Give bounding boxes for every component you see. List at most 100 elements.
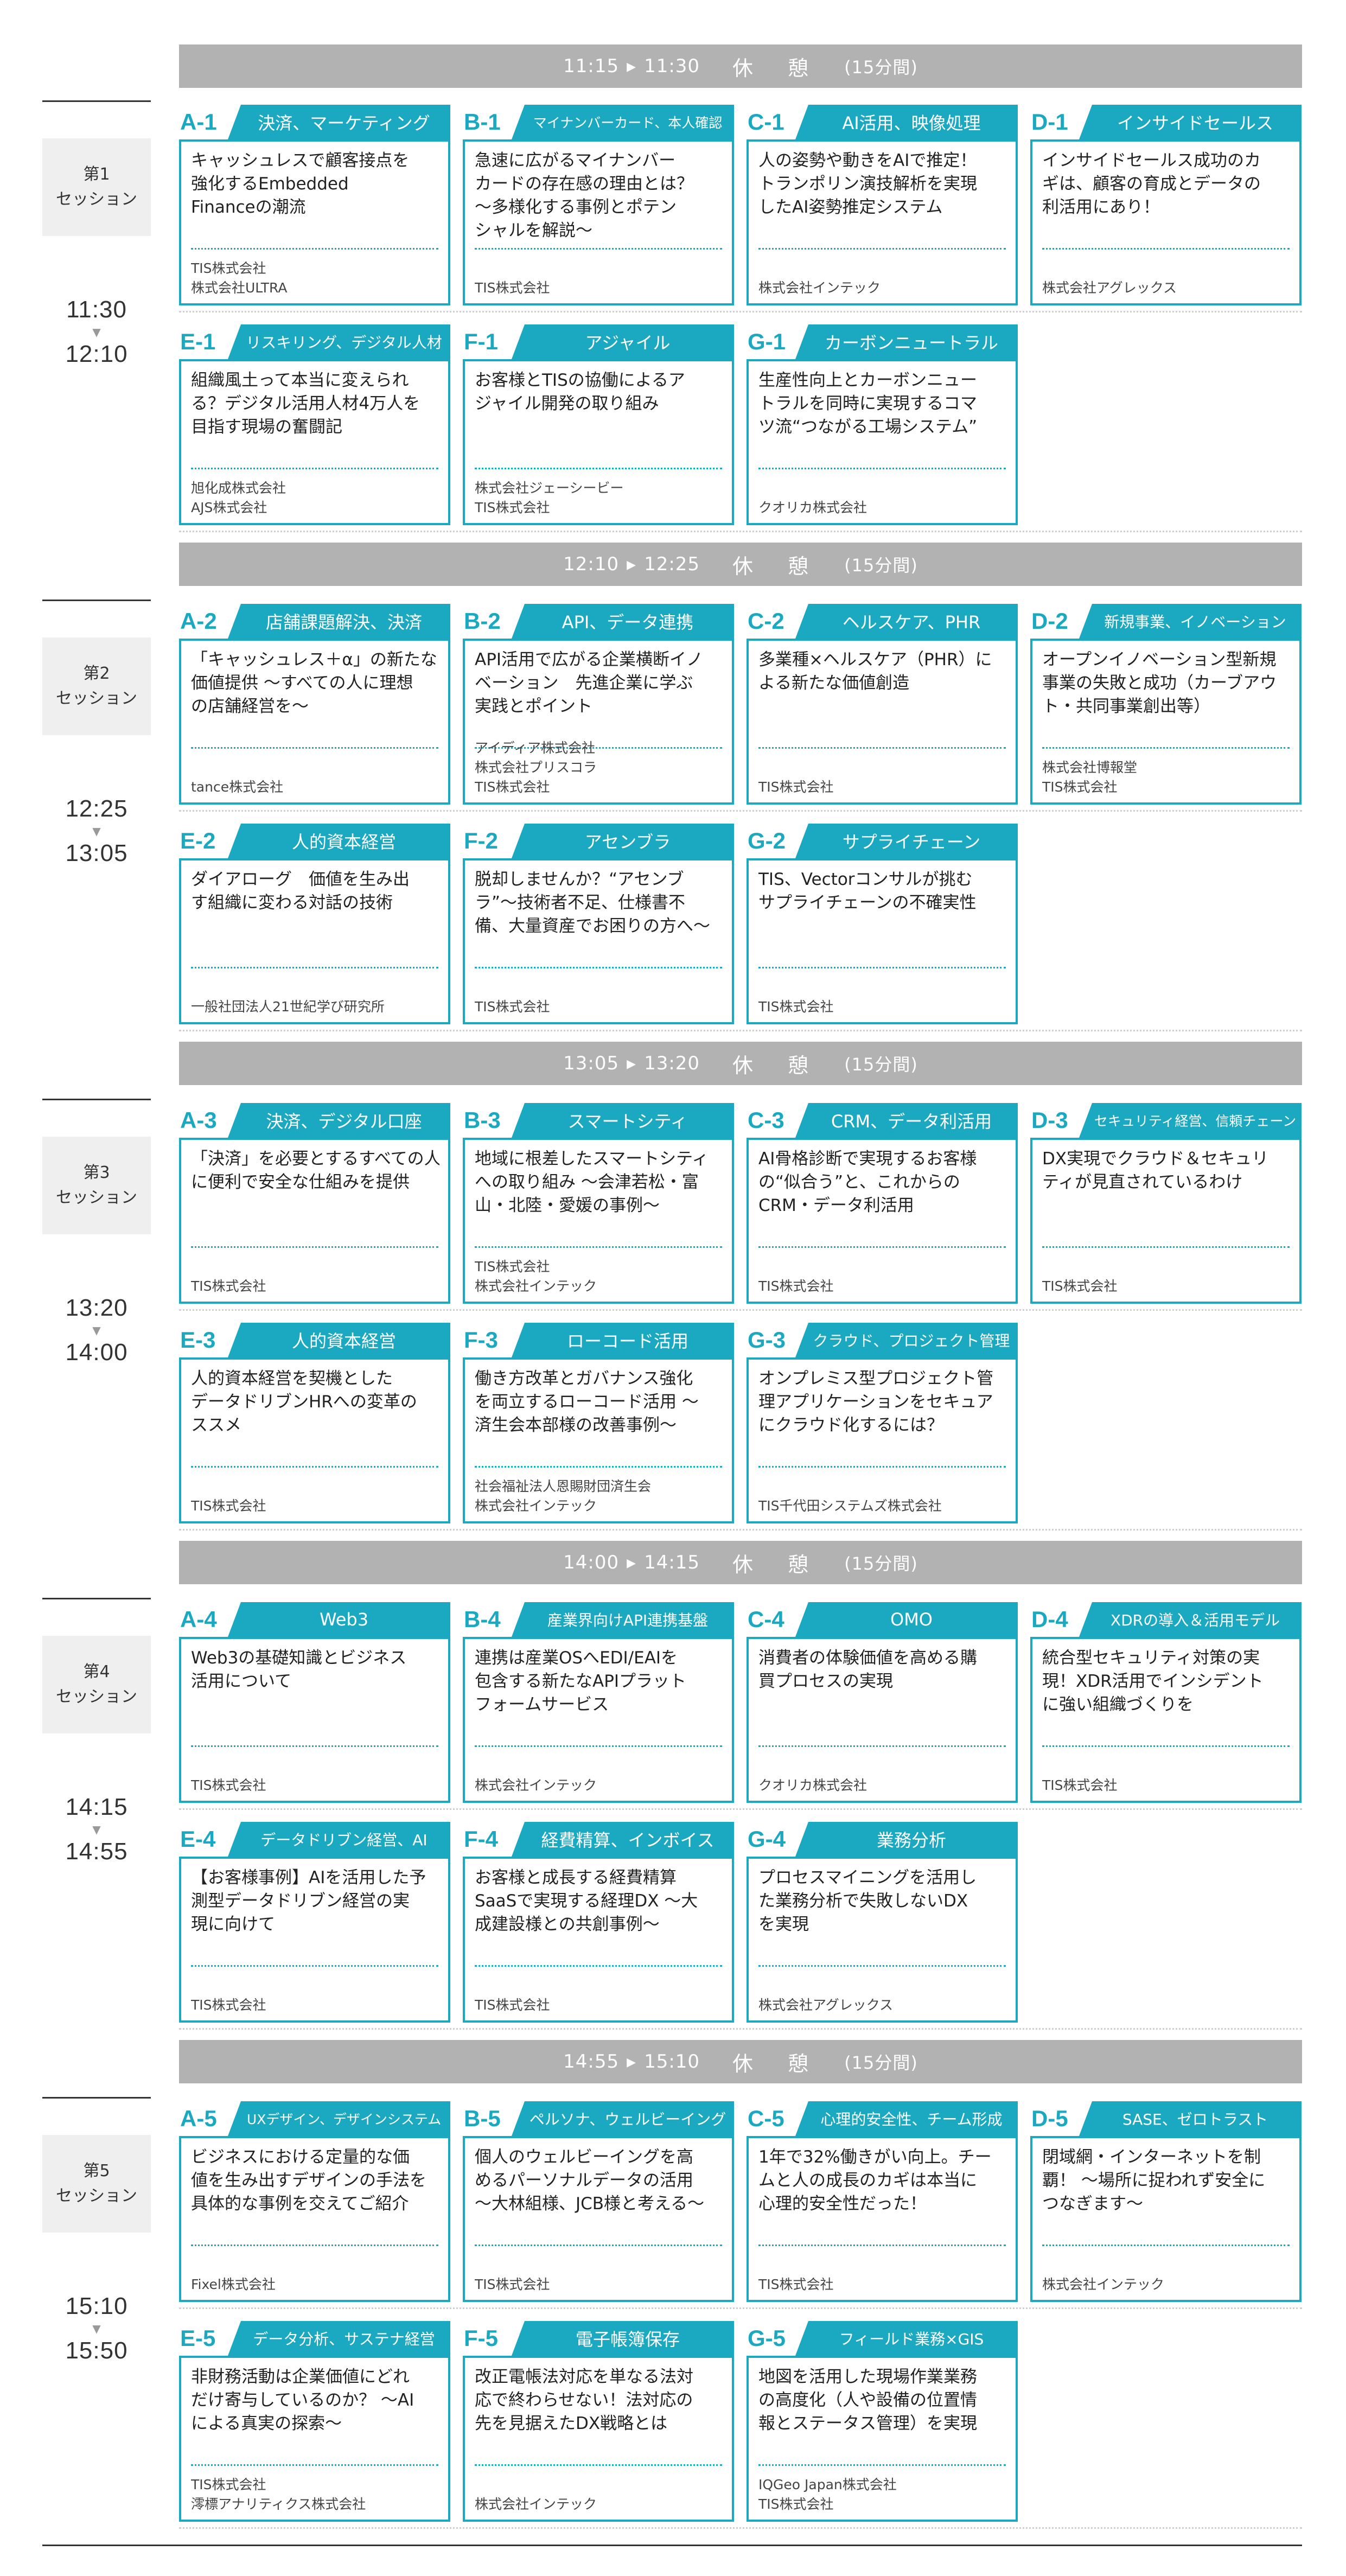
company-list: 株式会社インテック — [475, 2495, 726, 2514]
session-title: TIS、Vectorコンサルが挑むサプライチェーンの不確実性 — [758, 868, 1007, 915]
title-line: の高度化（人や設備の位置情 — [758, 2390, 977, 2410]
session-end-time: 12:10 — [65, 341, 128, 367]
company-name: 一般社団法人21世紀学び研究所 — [191, 999, 385, 1015]
company-name: 株式会社博報堂 — [1042, 760, 1138, 775]
session-word: セッション — [56, 190, 137, 209]
session-title: お客様とTISの協働によるアジャイル開発の取り組み — [475, 369, 723, 416]
company-name: IQGeo Japan株式会社 — [758, 2477, 897, 2492]
topic-tag: インサイドセールス — [1079, 105, 1302, 139]
title-line: AI骨格診断で実現するお客様 — [758, 1149, 977, 1169]
break-end-time: 13:20 — [644, 1053, 700, 1074]
card-body: オンプレミス型プロジェクト管理アプリケーションをセキュアにクラウド化するには？T… — [747, 1357, 1018, 1523]
title-line: 備、大量資産でお困りの方へ～ — [475, 916, 710, 936]
session-top-line — [42, 1598, 151, 1599]
session-number: 第1 — [83, 165, 110, 184]
session-title: 人的資本経営を契機としたデータドリブンHRへの変革のススメ — [191, 1367, 439, 1437]
card-body: 個人のウェルビーイングを高めるパーソナルデータの活用～大林組様、JCB様と考える… — [463, 2136, 734, 2302]
bottom-line — [42, 2545, 1302, 2546]
title-line: 報とステータス管理）を実現 — [758, 2414, 977, 2433]
topic-tag: フィールド業務×GIS — [795, 2321, 1018, 2356]
dotted-divider — [191, 1965, 438, 1967]
card-body: 消費者の体験価値を高める購買プロセスの実現クオリカ株式会社 — [747, 1637, 1018, 1803]
title-line: 人的資本経営を契機とした — [191, 1369, 393, 1388]
session-end-time: 14:00 — [65, 1339, 128, 1366]
session-title: 【お客様事例】AIを活用した予測型データドリブン経営の実現に向けて — [191, 1866, 439, 1936]
session-code: G-4 — [748, 1826, 786, 1852]
title-line: したAI姿勢推定システム — [758, 197, 943, 217]
company-name: TIS株式会社 — [475, 1259, 550, 1274]
company-list: 株式会社インテック — [1042, 2275, 1294, 2294]
title-line: 組織風土って本当に変えられ — [191, 371, 409, 390]
session-title: 多業種×ヘルスケア（PHR）による新たな価値創造 — [758, 648, 1007, 695]
title-line: Web3の基礎知識とビジネス — [191, 1648, 407, 1668]
company-name: 株式会社アグレックス — [1042, 280, 1177, 296]
session-word: セッション — [56, 689, 137, 708]
company-name: TIS株式会社 — [475, 779, 550, 795]
title-line: 1年で32%働きがい向上。チー — [758, 2147, 992, 2167]
card-body: オープンイノベーション型新規事業の失敗と成功（カーブアウト・共同事業創出等）株式… — [1030, 639, 1302, 805]
title-line: 目指す現場の奮闘記 — [191, 417, 342, 437]
title-line: を両立するローコード活用 ～ — [475, 1392, 699, 1412]
session-title: 1年で32%働きがい向上。チームと人の成長のカギは本当に心理的安全性だった！ — [758, 2146, 1007, 2216]
session-title: 組織風土って本当に変えられる？デジタル活用人材4万人を目指す現場の奮闘記 — [191, 369, 439, 439]
row-separator — [179, 1808, 1302, 1810]
session-number: 第4 — [83, 1662, 110, 1681]
topic-tag: CRM、データ利活用 — [795, 1103, 1018, 1138]
company-name: 株式会社インテック — [1042, 2277, 1165, 2292]
dotted-divider — [191, 1745, 438, 1747]
session-word: セッション — [56, 1687, 137, 1706]
title-line: 測型データドリブン経営の実 — [191, 1891, 410, 1911]
session-code: A-4 — [180, 1606, 217, 1632]
dotted-divider — [1042, 1745, 1290, 1747]
session-code: F-1 — [464, 329, 498, 354]
company-name: TIS株式会社 — [475, 2277, 550, 2292]
card-body: 地域に根差したスマートシティへの取り組み ～会津若松・富山・北陸・愛媛の事例～T… — [463, 1138, 734, 1304]
session-word: セッション — [56, 1188, 137, 1207]
session-title: ビジネスにおける定量的な価値を生み出すデザインの手法を具体的な事例を交えてご紹介 — [191, 2146, 439, 2216]
card-body: API活用で広がる企業横断イノベーション 先進企業に学ぶ実践とポイントアイディア… — [463, 639, 734, 805]
